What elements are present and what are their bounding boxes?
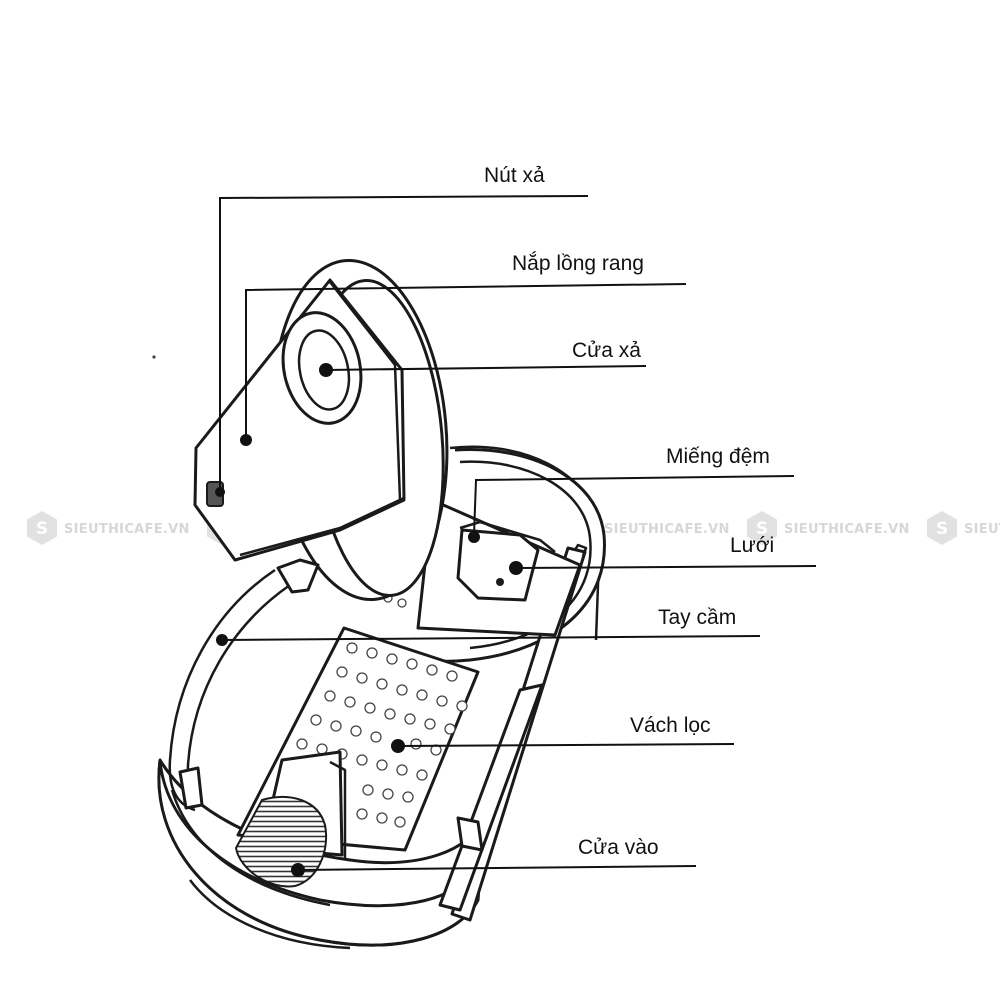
label-vach-loc: Vách lọc: [630, 714, 711, 737]
label-cua-vao: Cửa vào: [578, 836, 659, 859]
leader-dot-tay-cam: [216, 634, 228, 646]
label-tay-cam: Tay cầm: [658, 606, 736, 629]
lid-bracket-edge: [329, 281, 402, 501]
label-cua-xa: Cửa xả: [572, 339, 641, 362]
leader-line-mieng-dem: [473, 475, 795, 536]
labels: Nút xả Nắp lồng rang Cửa xả Miếng đệm Lư…: [484, 164, 774, 859]
watermark-logo: S SIEUTHICAFE.VN: [927, 511, 1000, 545]
watermark-logo: S SIEUTHICAFE.VN: [27, 511, 190, 545]
leader-dot-cua-vao: [291, 863, 305, 877]
leader-dot-nut-xa: [215, 487, 225, 497]
watermark-text: SIEUTHICAFE.VN: [64, 522, 190, 537]
gasket: [456, 520, 556, 602]
leader-dot-mieng-dem: [468, 531, 480, 543]
scan-speck: [152, 355, 156, 359]
leader-line-cua-xa: [325, 365, 647, 371]
leader-line-vach-loc: [397, 743, 735, 747]
drum-base-ring-bottom: [189, 879, 351, 950]
label-nap-long-rang: Nắp lồng rang: [512, 252, 644, 275]
leader-lines: [215, 195, 817, 877]
label-luoi: Lưới: [730, 534, 774, 557]
leader-line-cua-vao: [297, 865, 697, 871]
watermark-text: SIEUTHICAFE.VN: [964, 522, 1000, 537]
discharge-door-inner-ring: [297, 329, 351, 411]
watermark-text: SIEUTHICAFE.VN: [604, 522, 730, 537]
drum-base-ring-outer: [157, 760, 482, 947]
handle-foot: [178, 766, 204, 810]
leader-line-luoi: [515, 565, 817, 569]
label-nut-xa: Nút xả: [484, 164, 545, 187]
leader-line-nap-long-rang: [245, 283, 687, 440]
leader-dot-nap-long-rang: [240, 434, 252, 446]
gasket-screw: [496, 578, 504, 586]
frame-lower-bracket: [456, 816, 484, 852]
drum-lid: [193, 258, 449, 602]
frame-strut-post: [573, 543, 588, 557]
gasket-hinge: [459, 520, 556, 553]
lid-bracket-face: [239, 496, 405, 557]
drum-base-ring-line: [170, 789, 331, 907]
label-mieng-dem: Miếng đệm: [666, 445, 770, 468]
leader-dot-cua-xa: [319, 363, 333, 377]
leader-dot-vach-loc: [391, 739, 405, 753]
handle-ring: [168, 568, 276, 812]
leader-line-nut-xa: [219, 195, 589, 490]
watermark-logo: S SIEUTHICAFE.VN: [747, 511, 910, 545]
watermark-text: SIEUTHICAFE.VN: [784, 522, 910, 537]
watermark-badge-letter: S: [36, 519, 48, 539]
filter-divider-edge: [329, 760, 347, 858]
leader-line-tay-cam: [221, 635, 761, 641]
lid-latch-hook: [276, 558, 320, 594]
inlet-hatch: [234, 796, 328, 888]
watermark-badge-letter: S: [756, 519, 768, 539]
watermark-badge-letter: S: [936, 519, 948, 539]
leader-dot-luoi: [509, 561, 523, 575]
